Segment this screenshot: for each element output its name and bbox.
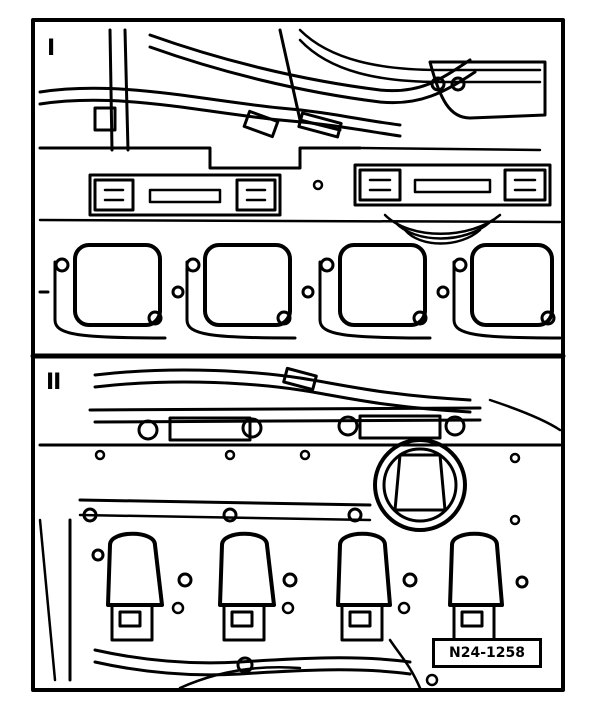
panel-2-label: II — [46, 370, 61, 395]
connector-block-right — [353, 163, 552, 207]
ignition-coil-bottom-4 — [448, 531, 504, 642]
oil-filler-cap — [373, 438, 467, 532]
ignition-coil-top-1 — [53, 243, 167, 340]
connector-block-left — [88, 173, 282, 217]
ignition-coil-top-3 — [318, 243, 432, 340]
ignition-coil-top-4 — [452, 243, 562, 340]
ignition-coil-bottom-3 — [336, 531, 392, 642]
panel-1-label: I — [47, 36, 55, 61]
reference-code-label: N24-1258 — [432, 638, 542, 668]
ignition-coil-bottom-2 — [218, 531, 276, 642]
ignition-coil-bottom-1 — [106, 531, 164, 642]
panel-1-illustration — [38, 28, 562, 340]
panel-2-illustration — [38, 366, 562, 690]
ignition-coil-top-2 — [185, 243, 297, 340]
